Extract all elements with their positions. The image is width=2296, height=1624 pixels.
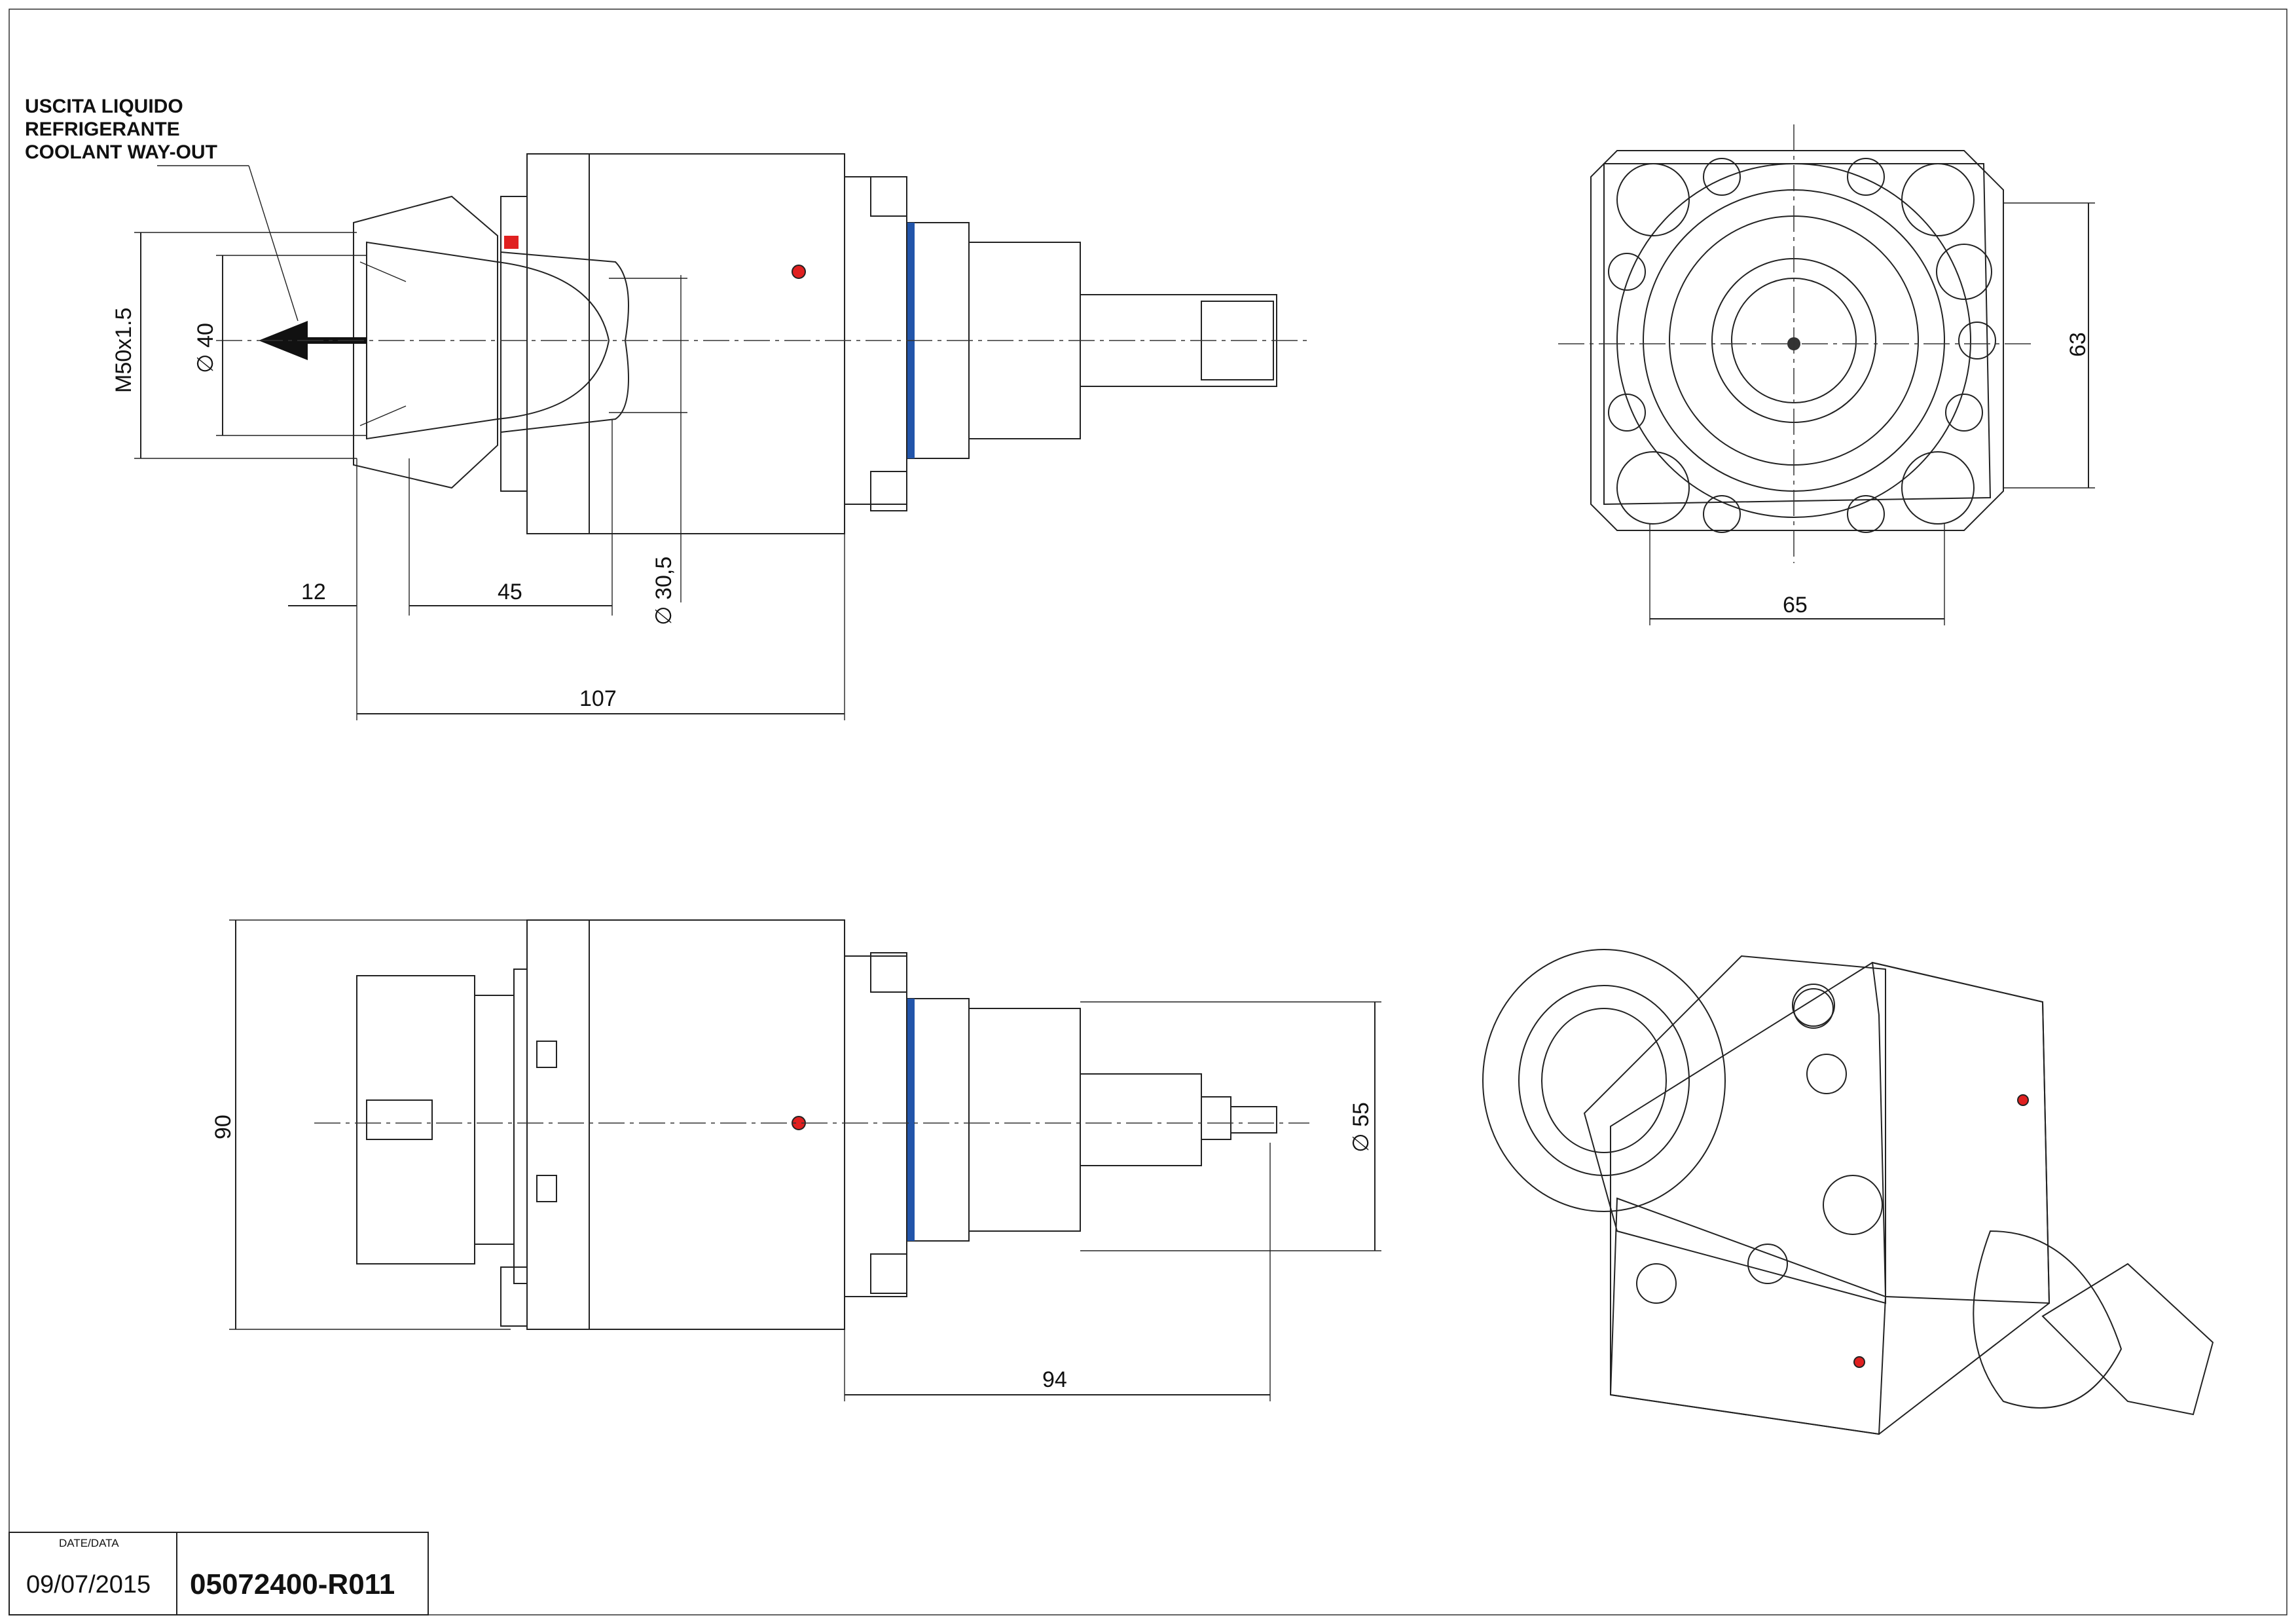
isometric-view — [1482, 949, 2214, 1435]
annotation-line1: USCITA LIQUIDO — [25, 96, 183, 117]
annotation-line3: COOLANT WAY-OUT — [25, 141, 217, 163]
dim-65: 65 — [1783, 593, 1808, 618]
dim-thread: M50x1.5 — [111, 308, 136, 393]
dim-dia30-5: ∅ 30,5 — [651, 557, 676, 625]
dim-63: 63 — [2066, 332, 2090, 357]
dim-dia40: ∅ 40 — [193, 323, 218, 373]
dim-107: 107 — [579, 686, 617, 711]
dim-12: 12 — [301, 580, 326, 604]
title-block — [9, 1532, 429, 1615]
dim-dia55: ∅ 55 — [1349, 1102, 1374, 1153]
annotation-line2: REFRIGERANTE — [25, 119, 180, 140]
page-border — [9, 9, 2287, 1615]
front-view — [1558, 124, 2095, 625]
title-block-date-label: DATE/DATA — [59, 1537, 119, 1549]
dim-45: 45 — [498, 580, 522, 604]
side-view — [229, 919, 1381, 1401]
dim-94: 94 — [1042, 1367, 1067, 1392]
dim-90: 90 — [211, 1115, 236, 1139]
title-block-code: 05072400-R011 — [190, 1568, 395, 1600]
side-section-view — [134, 153, 1309, 720]
title-block-date: 09/07/2015 — [26, 1571, 151, 1598]
